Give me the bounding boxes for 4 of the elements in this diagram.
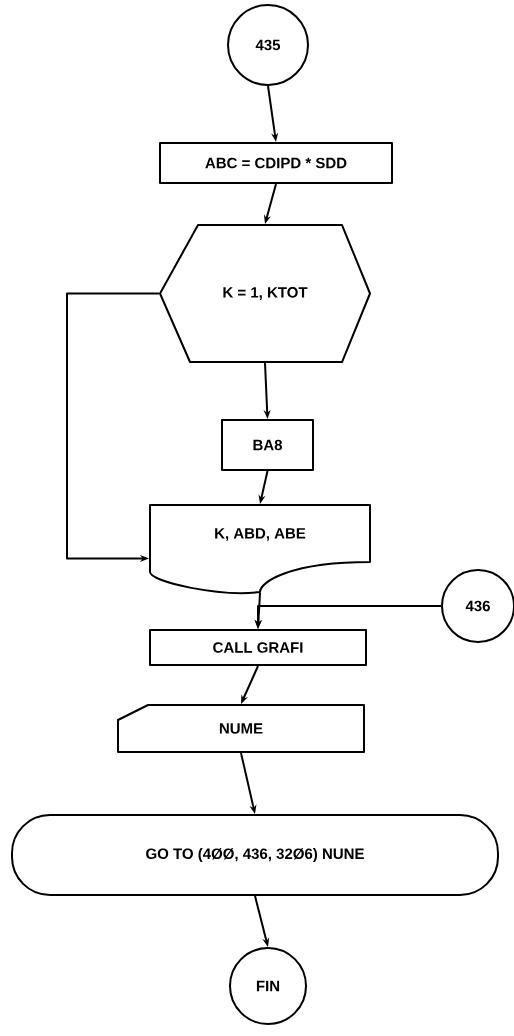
loop-hexagon: K = 1, KTOT <box>159 224 371 363</box>
process-box: ABC = CDIPD * SDD <box>159 142 393 184</box>
process-box: BA8 <box>221 419 314 471</box>
process-box: CALL GRAFI <box>149 629 367 666</box>
